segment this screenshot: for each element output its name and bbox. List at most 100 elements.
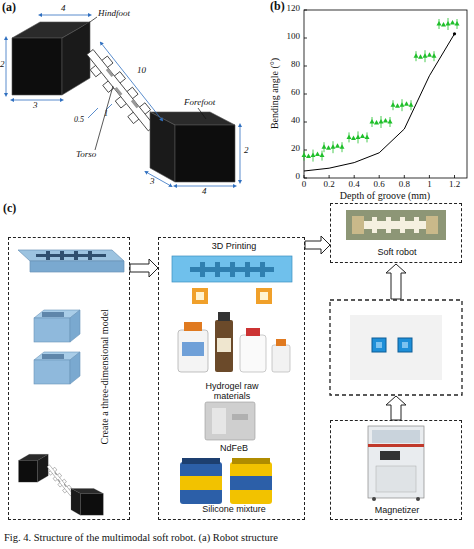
result-box: Soft robot [330,203,462,263]
soft-robot-photo [426,216,438,234]
experiment-points [370,116,393,128]
panel-label: (b) [270,0,285,13]
experiment-points [322,141,345,153]
magnetized-feet-photo [372,338,386,352]
magnetized-feet-photo [398,338,412,352]
mold-model [18,250,124,261]
mold-model [60,251,64,260]
hydrogel-bottles-photo [276,339,286,346]
printed-mold-photo [230,262,235,277]
dimension: 0.5 [74,116,84,125]
soft-robot-photo [352,216,364,234]
tick-label: 80 [276,60,300,70]
magnetized-feet-photo [330,300,462,395]
printed-mold-photo [256,288,272,304]
tick-label: 0.6 [367,180,391,190]
dimension: 3 [33,101,38,111]
soft-robot-photo [414,217,419,233]
hydrogel-bottles-photo [218,312,230,321]
silicone-jars-photo [232,458,270,464]
printed-mold-photo [172,256,292,282]
hydrogel-bottles-photo [215,320,233,372]
tick-label: 100 [276,32,300,42]
equipment-box: Magnetizer [330,420,462,520]
leader-line [80,17,206,150]
tick-label: 0.2 [317,180,341,190]
tick-label: 1.2 [443,180,467,190]
robot-model [19,454,104,515]
mold-model [18,250,124,272]
silicone-jars-photo [180,476,222,490]
tick-label: 60 [276,88,300,98]
simulation-curve [304,34,455,171]
magnetizer-photo [368,426,424,498]
magnetizer-photo [380,451,400,460]
chart-frame [304,10,455,178]
robot-model [19,454,104,515]
dimension: 10 [137,66,146,76]
node-label: 3D Printing [194,241,274,251]
mold-model [30,261,124,272]
soft-robot-photo [346,210,446,240]
tick-label: 0.8 [392,180,416,190]
axis-title: Depth of groove (mm) [315,190,455,201]
ndfeb-powder-photo [205,402,255,440]
dimension: 2 [0,60,5,70]
magnetized-feet-photo [350,315,442,380]
dimension: 4 [202,187,207,197]
simulation-curve [453,32,456,35]
experiment-points [347,131,370,143]
node-label: Soft robot [331,247,463,257]
node-label: Hydrogel raw materials [192,381,272,402]
printed-mold-photo [260,262,265,277]
dimension-line [40,15,90,16]
process-stage-box: 3D PrintingHydrogel raw materialsNdFeBSi… [158,237,305,520]
part-name: Torso [76,150,96,160]
soft-robot-photo [372,217,377,233]
tick-label: 120 [276,4,300,14]
process-stage-box: Create a three-dimensional model [8,237,130,520]
silicone-jars-photo [180,458,272,504]
experiment-points [391,99,414,111]
silicone-jars-photo [230,462,272,504]
magnetizer-photo [368,426,424,501]
node-label: Silicone mixture [179,504,289,514]
printed-mold-photo [215,262,220,277]
tick-label: 40 [276,116,300,126]
mold-model [74,251,78,260]
ndfeb-powder-photo [232,414,248,420]
dimension-line [6,38,7,95]
dimension: 4 [61,4,66,14]
experiment-points [437,18,460,30]
figure-caption: Fig. 4. Structure of the multimodal soft… [4,532,278,543]
process-arrow [386,264,406,420]
hydrogel-bottles-photo [217,338,231,352]
dimension: 1 [104,110,108,119]
printed-mold-photo [245,262,250,277]
stage-title: Create a three-dimensional model [99,257,111,497]
chart-frame [304,10,467,178]
tick-label: 20 [276,144,300,154]
soft-robot-photo [346,210,446,240]
foot-mold-model [42,354,64,359]
foot-mold-model [34,310,80,384]
dimension-line [146,172,171,186]
dimension-line [101,43,162,120]
foot-mold-model [70,352,80,384]
process-arrow [386,396,406,420]
magnetized-feet-photo [330,300,462,395]
tick-label: 1 [417,180,441,190]
magnetizer-photo [368,444,424,447]
soft-robot-photo [386,217,391,233]
magnetizer-photo [416,497,420,501]
printed-mold-photo [192,288,208,304]
hydrogel-bottles-photo [246,328,260,336]
mold-model [46,251,50,260]
foot-mold-model [34,318,70,342]
tick-label: 0.4 [342,180,366,190]
ndfeb-powder-photo [212,408,226,434]
silicone-jars-photo [180,462,222,504]
